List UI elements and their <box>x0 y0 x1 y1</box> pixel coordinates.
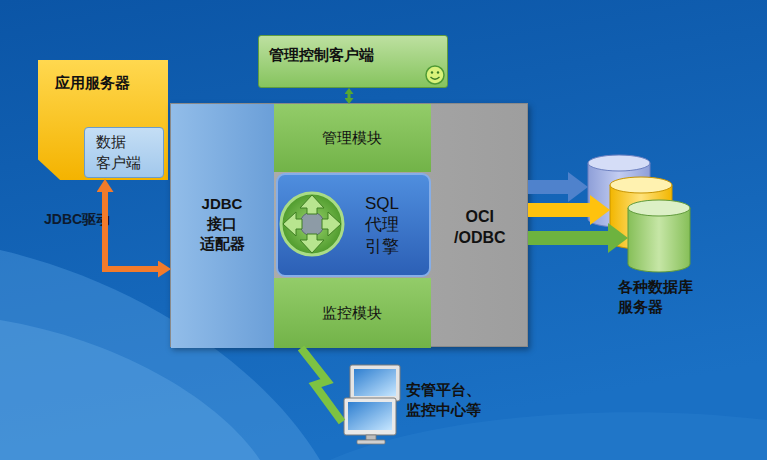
flow-arrow <box>528 203 590 217</box>
flow-arrow <box>528 231 608 245</box>
monitor-stand <box>371 401 379 405</box>
proxy-icon-center <box>300 212 324 236</box>
node-label: 数据 客户端 <box>96 131 141 173</box>
node-label: SQL 代理 引擎 <box>365 193 399 257</box>
database-cylinder <box>610 177 672 249</box>
cylinder-top <box>628 200 690 216</box>
proxy-icon-arrow <box>283 212 302 236</box>
client-box: 数据 客户端 <box>84 127 164 178</box>
proxy-icon-arrow <box>300 195 324 214</box>
monitoring-group: 安管平台、 监控中心等 <box>340 360 515 450</box>
proxy-icon <box>281 193 343 255</box>
proxy-icon-arrow <box>322 212 341 236</box>
edge-label: JDBC驱动 <box>44 211 110 229</box>
cylinder-body <box>628 208 690 272</box>
node-label: 应用服务器 <box>55 73 130 93</box>
module-box: 监控模块 <box>274 278 431 348</box>
cylinder-body <box>610 185 672 249</box>
smiley-mouth <box>431 77 440 79</box>
node-label: 安管平台、 监控中心等 <box>406 380 481 421</box>
monitor-stand <box>366 435 376 440</box>
proxy-icon-arrow <box>300 234 324 253</box>
flow-arrow <box>348 94 351 98</box>
monitor-frame <box>350 365 400 401</box>
monitor-icon <box>350 365 400 405</box>
console-box: 管理控制客户端 <box>258 35 448 88</box>
adapter-box: JDBC 接口 适配器 <box>171 104 274 348</box>
monitor-screen <box>348 402 392 430</box>
engine-box: SQL 代理 引擎 <box>276 173 431 277</box>
node-label: 管理控制客户端 <box>269 45 374 65</box>
smiley-eye <box>431 71 433 73</box>
database-cylinder <box>628 200 690 272</box>
flow-arrow <box>528 180 568 194</box>
node-label: OCI /ODBC <box>454 207 506 249</box>
proxy-server-box: JDBC 接口 适配器 管理模块 SQL 代理 引擎监控模块 OCI /ODBC <box>170 103 528 347</box>
monitor-icon <box>344 398 396 444</box>
node-label: JDBC 接口 适配器 <box>200 194 245 255</box>
signal-bolt <box>301 348 342 422</box>
monitor-screen <box>354 369 396 396</box>
node-label: 监控模块 <box>322 303 382 323</box>
smiley-eye <box>437 71 439 73</box>
database-cylinder <box>588 155 650 227</box>
cylinder-top <box>588 155 650 171</box>
smiley-face <box>426 66 444 84</box>
smiley-icon <box>426 66 444 84</box>
node-label: 管理模块 <box>322 128 382 148</box>
node-label: 各种数据库 服务器 <box>618 277 693 318</box>
monitor-base <box>357 440 385 444</box>
proxy-icon-circle <box>281 193 343 255</box>
module-box: 管理模块 <box>274 104 431 172</box>
database-group: 各种数据库 服务器 <box>580 150 720 322</box>
server-box: 数据 客户端 应用服务器 <box>38 60 168 180</box>
monitor-frame <box>344 398 396 435</box>
flow-arrow <box>105 192 158 269</box>
cylinder-top <box>610 177 672 193</box>
background-swoosh <box>330 412 767 460</box>
cylinder-body <box>588 163 650 227</box>
